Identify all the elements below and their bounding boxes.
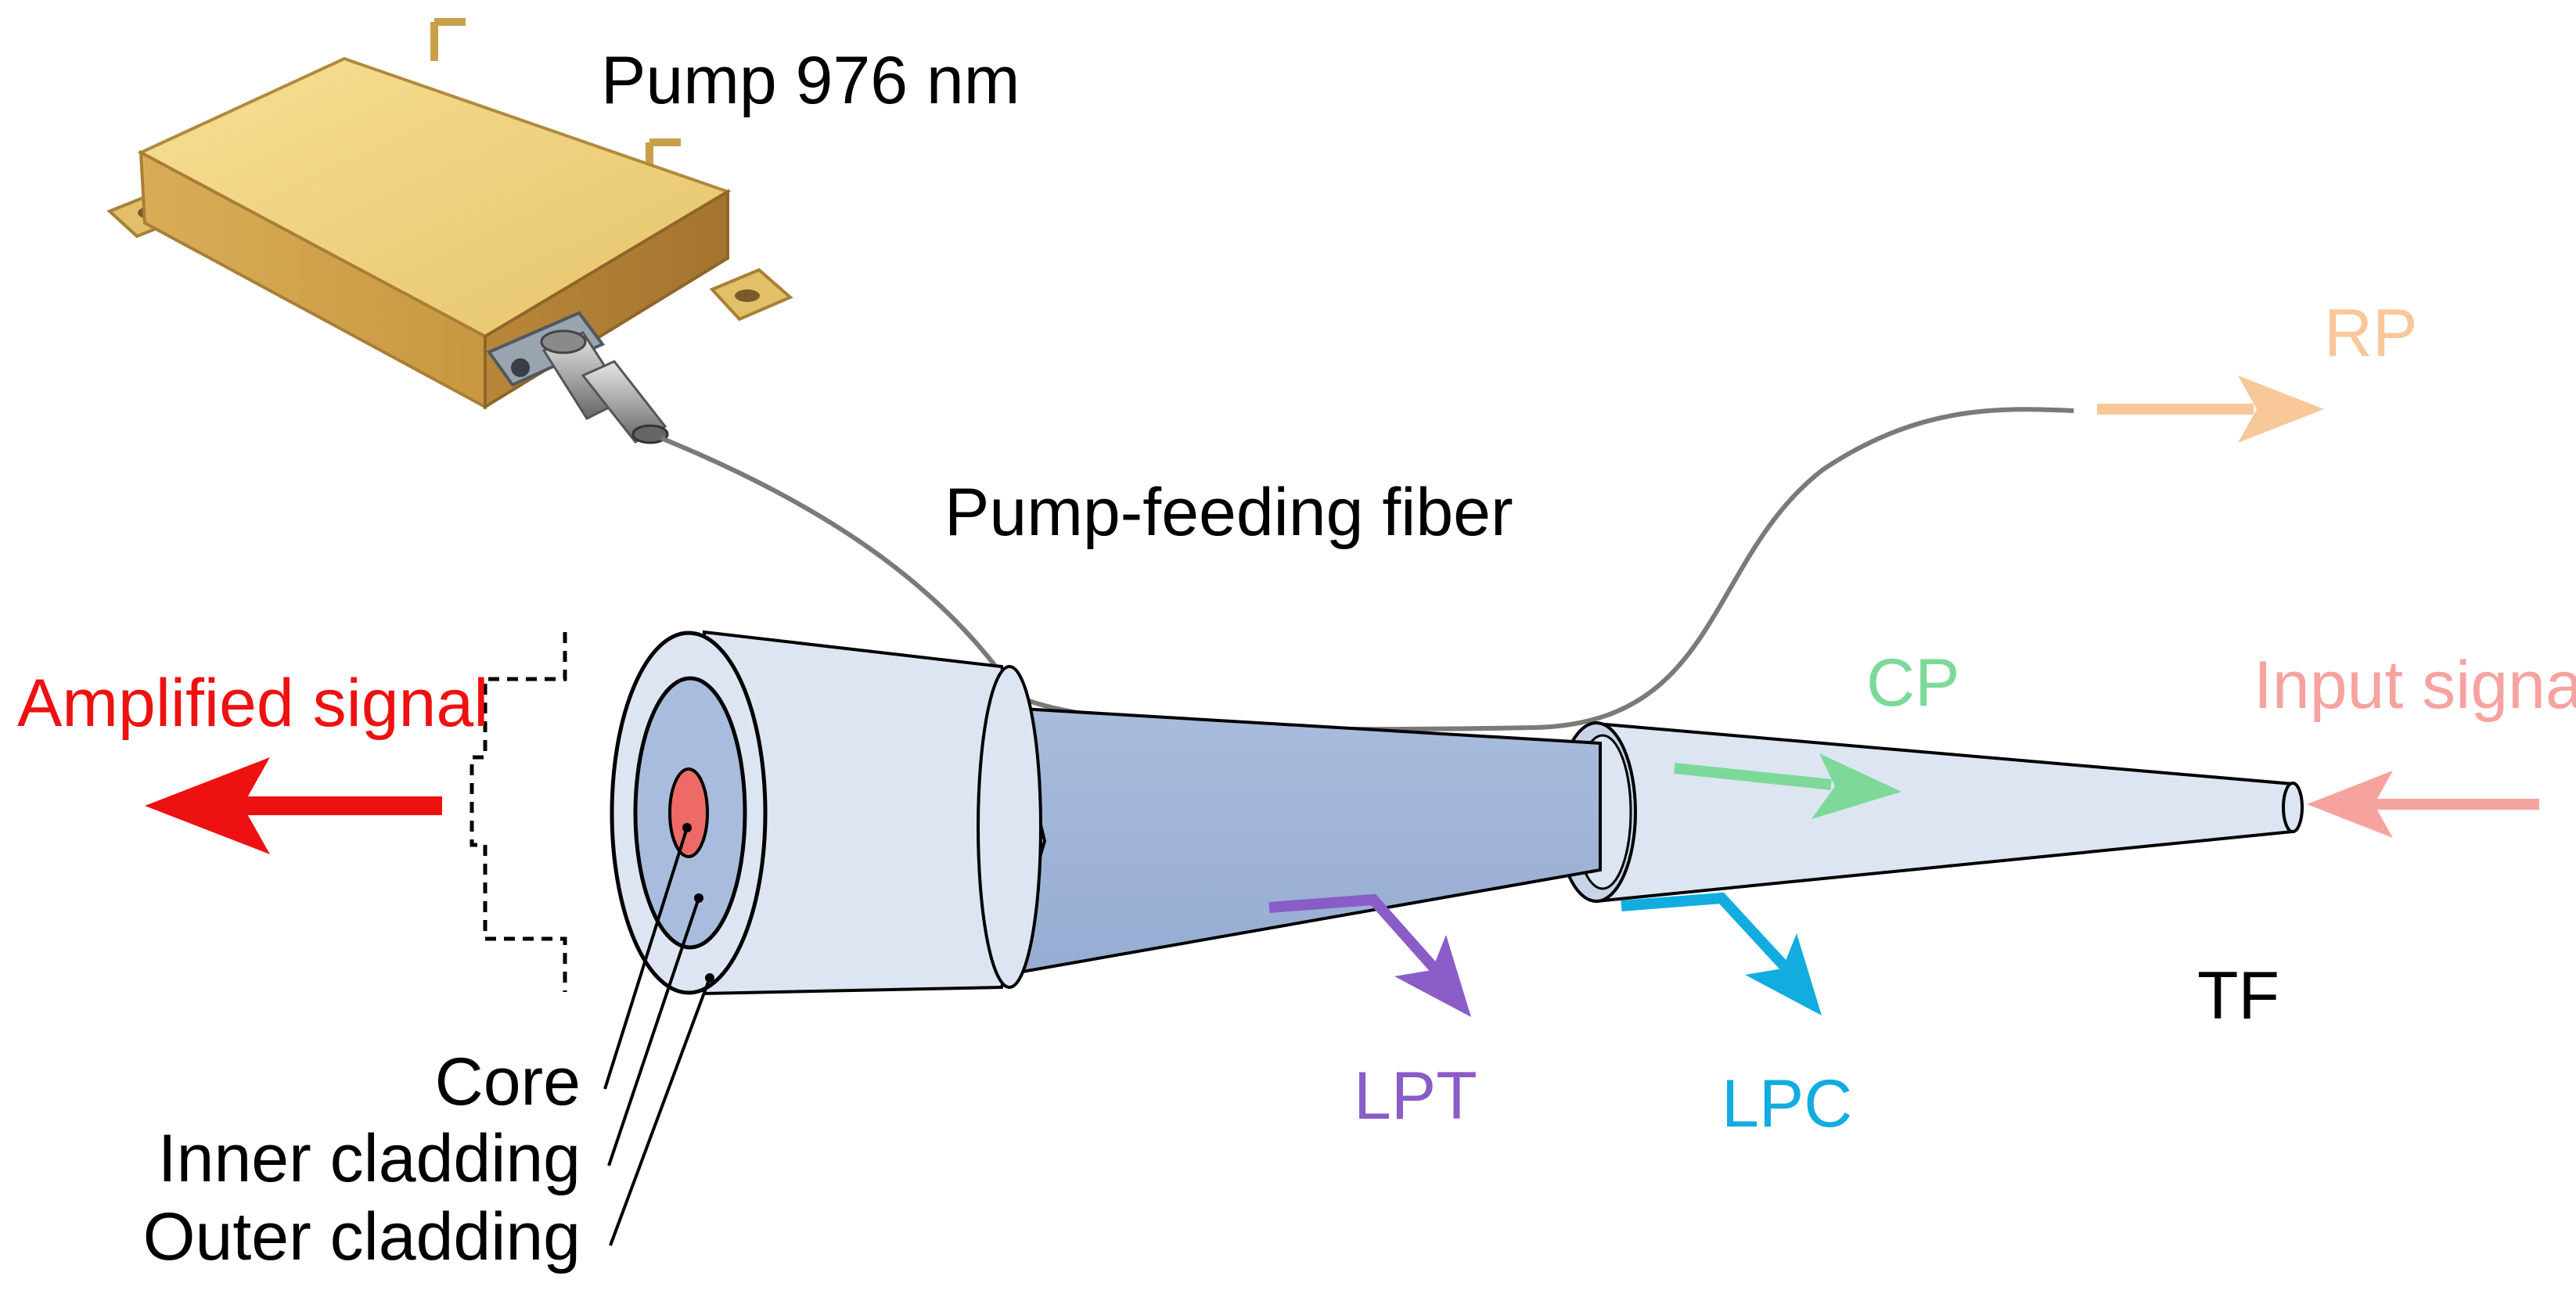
rp-arrow-icon bbox=[2097, 376, 2324, 443]
core-face bbox=[668, 767, 709, 858]
lpt-label: LPT bbox=[1354, 1058, 1477, 1134]
pump-label: Pump 976 nm bbox=[601, 43, 1020, 118]
tf-label: TF bbox=[2197, 958, 2279, 1033]
pump-fiber-label: Pump-feeding fiber bbox=[944, 475, 1513, 550]
taper-tail bbox=[1595, 721, 2294, 904]
lpc-label: LPC bbox=[1722, 1066, 1852, 1141]
amplified-signal-arrow-icon bbox=[145, 757, 442, 854]
pump-laser-module-icon bbox=[106, 18, 793, 444]
pump-feeding-fiber bbox=[660, 407, 2074, 732]
lpt-arrow-icon bbox=[1268, 893, 1471, 1017]
outer-cladding-label: Outer cladding bbox=[143, 1199, 581, 1274]
taper-middle bbox=[1008, 706, 1602, 976]
index-profile-dashed bbox=[470, 632, 567, 992]
rp-label: RP bbox=[2324, 296, 2417, 371]
input-signal-arrow-icon bbox=[2307, 771, 2539, 838]
tapered-fiber bbox=[610, 630, 2304, 996]
cp-arrow-icon bbox=[1674, 753, 1901, 819]
inner-cladding-label: Inner cladding bbox=[158, 1121, 581, 1196]
lpc-arrow-icon bbox=[1621, 892, 1822, 1015]
amplified-signal-label: Amplified signal bbox=[17, 666, 488, 741]
core-label: Core bbox=[435, 1044, 581, 1120]
input-signal-label: Input signal bbox=[2254, 648, 2576, 723]
cp-label: CP bbox=[1866, 645, 1959, 721]
pump-fiber-connector bbox=[540, 329, 669, 444]
leader-lines bbox=[603, 827, 711, 1246]
